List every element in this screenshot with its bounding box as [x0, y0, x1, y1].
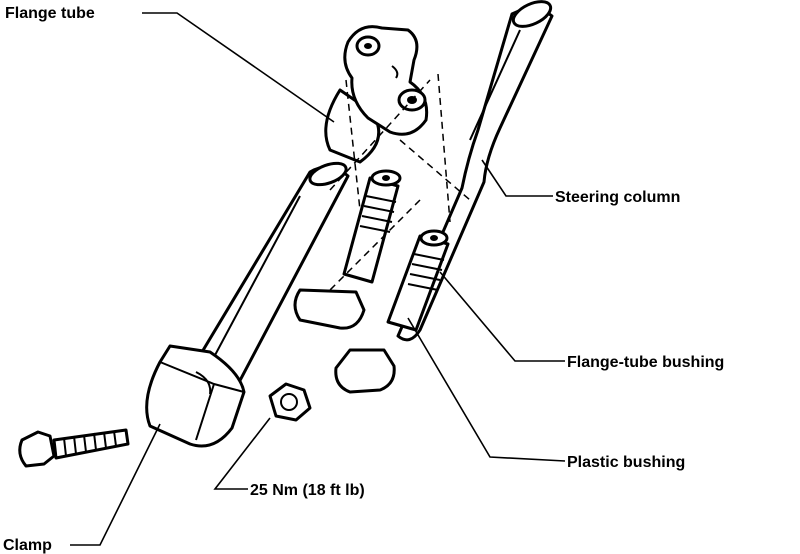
lower-yoke-left: [293, 288, 366, 330]
upper-flange-joint: [324, 25, 429, 164]
label-torque: 25 Nm (18 ft lb): [250, 482, 365, 499]
spring-bushing-left: [342, 169, 402, 284]
flange-tube-bushing-part: [386, 229, 450, 332]
leader-flange-tube: [142, 12, 335, 123]
assembly-dashed-lines: [329, 73, 471, 291]
leader-steering-column: [481, 159, 553, 197]
flange-tube-body: [188, 161, 350, 390]
leader-clamp: [70, 423, 161, 546]
clamp-block: [145, 344, 246, 448]
label-steering-column: Steering column: [555, 189, 680, 206]
label-flange-tube: Flange tube: [5, 5, 95, 22]
leader-plastic-bushing: [407, 317, 566, 462]
label-clamp: Clamp: [3, 537, 52, 554]
leader-flange-tube-bushing: [439, 271, 565, 362]
label-plastic-bushing: Plastic bushing: [567, 454, 685, 471]
label-flange-tube-bushing: Flange-tube bushing: [567, 354, 724, 371]
leader-torque: [213, 417, 271, 490]
clamp-bolt: [18, 428, 130, 468]
hex-nut: [268, 382, 312, 422]
lower-yoke-right: [334, 348, 396, 394]
